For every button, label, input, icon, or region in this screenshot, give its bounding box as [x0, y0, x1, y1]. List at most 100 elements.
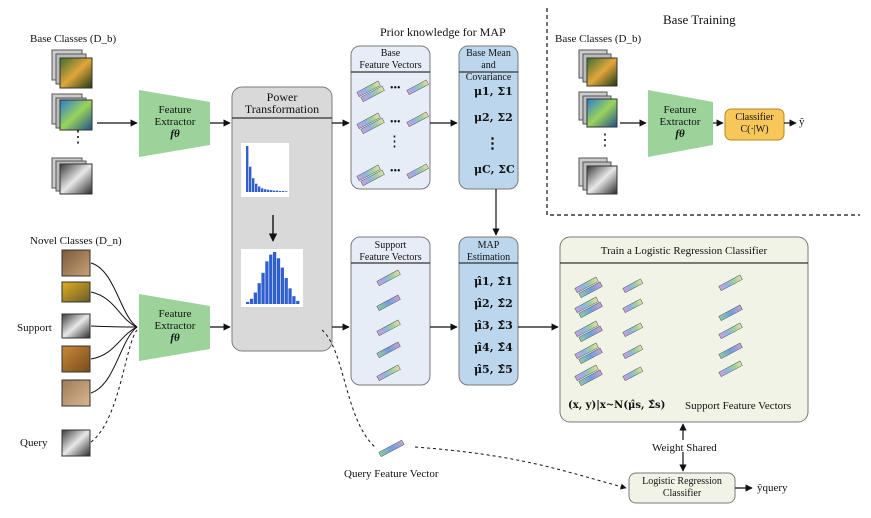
base-class-image-stack-1	[51, 49, 93, 89]
skewed-histogram-bar	[249, 166, 252, 192]
power-transformation-panel	[231, 86, 333, 352]
y-hat-output: ŷ	[799, 116, 805, 128]
novel-image-4	[61, 345, 91, 373]
gaussian-histogram-bar	[269, 254, 273, 304]
base-mean-covariance-panel	[458, 45, 519, 190]
base-vector-dots-1: •••	[390, 83, 401, 94]
lr-support-vector-1b	[578, 281, 603, 299]
train-lr-title: Train a Logistic Regression Classifier	[600, 245, 768, 257]
lr-support-vector-2b	[578, 301, 603, 319]
novel-image-5	[61, 379, 91, 407]
gaussian-histogram-bar	[257, 283, 261, 304]
support-feature-vectors-caption: Support Feature Vectors	[685, 400, 792, 412]
lr-support-vector-2c	[622, 298, 644, 314]
base-feature-vector-2	[356, 112, 381, 130]
distribution-formula: (x, y)|x~N(μ̂s, Σ̂s)	[568, 400, 666, 411]
query-label: Query	[20, 437, 48, 449]
base-stat-c: μC, ΣC	[474, 163, 515, 176]
right-base-image-stack-3	[578, 157, 618, 195]
feature-extractor-bottom	[139, 294, 210, 361]
lr-support-vector-2	[574, 296, 599, 314]
novel-classes-label: Novel Classes (D_n)	[30, 235, 122, 247]
support-feature-vectors-panel	[350, 236, 431, 386]
base-class-image-stack-2	[51, 93, 93, 131]
support-feature-vector-3	[376, 319, 401, 337]
lr-support-vector-5b	[578, 369, 603, 387]
query-feature-vector	[378, 439, 405, 458]
base-feature-vector-1	[356, 80, 381, 98]
lr-support-vector-3	[574, 320, 599, 338]
map-estimation-panel	[458, 236, 519, 386]
skewed-histogram-bar	[258, 186, 261, 192]
skewed-histogram-bar	[285, 191, 288, 192]
feature-extractor-right-label: Feature Extractor fθ	[659, 104, 701, 140]
base-training-boundary	[546, 8, 860, 216]
classifier-box	[724, 108, 785, 141]
logistic-regression-label: Logistic Regression Classifier	[642, 476, 722, 499]
map-stat-1: μ̂1, Σ̂1	[474, 275, 513, 288]
lr-right-vector-1	[718, 274, 743, 292]
novel-image-2	[61, 281, 91, 303]
support-label: Support	[17, 322, 52, 334]
support-feature-vectors-title: Support Feature Vectors	[359, 240, 422, 263]
novel-image-1	[61, 249, 91, 277]
right-base-image-stack-1	[578, 49, 618, 87]
skewed-histogram-bar	[255, 183, 258, 192]
base-feature-vector-3b	[360, 169, 385, 187]
skewed-histogram-bar	[279, 191, 282, 192]
skewed-histogram-bar	[246, 146, 249, 192]
gaussian-histogram-bar	[249, 298, 254, 304]
base-feature-vector-2c	[406, 111, 429, 128]
gaussian-histogram-bar	[284, 278, 288, 304]
skewed-histogram-bar	[261, 188, 264, 192]
right-stack-ellipsis: ⋮	[597, 132, 613, 149]
base-vector-vdots: ⋮	[387, 134, 402, 150]
lr-support-vector-5c	[622, 366, 644, 382]
skewed-histogram-bar	[264, 189, 267, 192]
classifier-label: Classifier C(·|W)	[735, 112, 774, 135]
gaussian-histogram-bar	[288, 288, 292, 304]
feature-extractor-top	[139, 90, 210, 157]
base-classes-right-label: Base Classes (D_b)	[555, 33, 642, 45]
support-feature-vector-2	[376, 294, 401, 312]
base-stat-ellipsis: ⋮	[485, 134, 500, 152]
base-feature-vector-3	[356, 164, 381, 182]
prior-knowledge-title: Prior knowledge for MAP	[380, 25, 506, 39]
right-base-image-stack-2	[578, 91, 618, 128]
lr-support-vector-4	[574, 342, 599, 360]
gaussian-histogram-bar	[273, 252, 277, 304]
skewed-histogram-bar	[273, 190, 276, 192]
query-feature-vector-label: Query Feature Vector	[344, 468, 439, 480]
gaussian-histogram-bar	[253, 292, 257, 304]
gaussian-histogram-bar	[296, 300, 300, 304]
base-class-image-stack-3	[51, 157, 93, 195]
lr-support-vector-3c	[622, 322, 644, 338]
base-training-title: Base Training	[663, 12, 736, 27]
map-stat-4: μ̂4, Σ̂4	[474, 341, 513, 354]
base-stat-1: μ1, Σ1	[474, 85, 513, 98]
skewed-histogram-bar	[276, 190, 279, 192]
feature-extractor-right	[648, 90, 713, 157]
query-image	[61, 429, 91, 457]
base-feature-vector-2b	[360, 117, 385, 135]
support-feature-vector-4	[376, 341, 401, 359]
skewed-histogram-bar	[267, 189, 270, 192]
lr-support-vector-1c	[622, 278, 644, 294]
base-feature-vector-1c	[406, 79, 429, 96]
gaussian-histogram-bar	[280, 267, 284, 304]
base-feature-vectors-panel	[350, 45, 431, 190]
base-mean-covariance-title: Base Mean and Covariance	[465, 48, 512, 83]
base-feature-vector-1b	[360, 85, 385, 103]
lr-right-vector-4	[718, 342, 743, 360]
lr-support-vector-4c	[622, 344, 644, 360]
support-feature-vector-5	[376, 364, 401, 382]
gaussian-histogram-bar	[261, 272, 265, 304]
base-classes-left-label: Base Classes (D_b)	[30, 33, 117, 45]
weight-shared-label: Weight Shared	[652, 442, 717, 454]
lr-right-vector-3	[718, 322, 743, 340]
skewed-histogram-bar	[252, 178, 255, 192]
map-stat-2: μ̂2, Σ̂2	[474, 297, 513, 310]
gaussian-histogram-bar	[246, 301, 250, 304]
skewed-histogram-bar	[270, 190, 273, 192]
